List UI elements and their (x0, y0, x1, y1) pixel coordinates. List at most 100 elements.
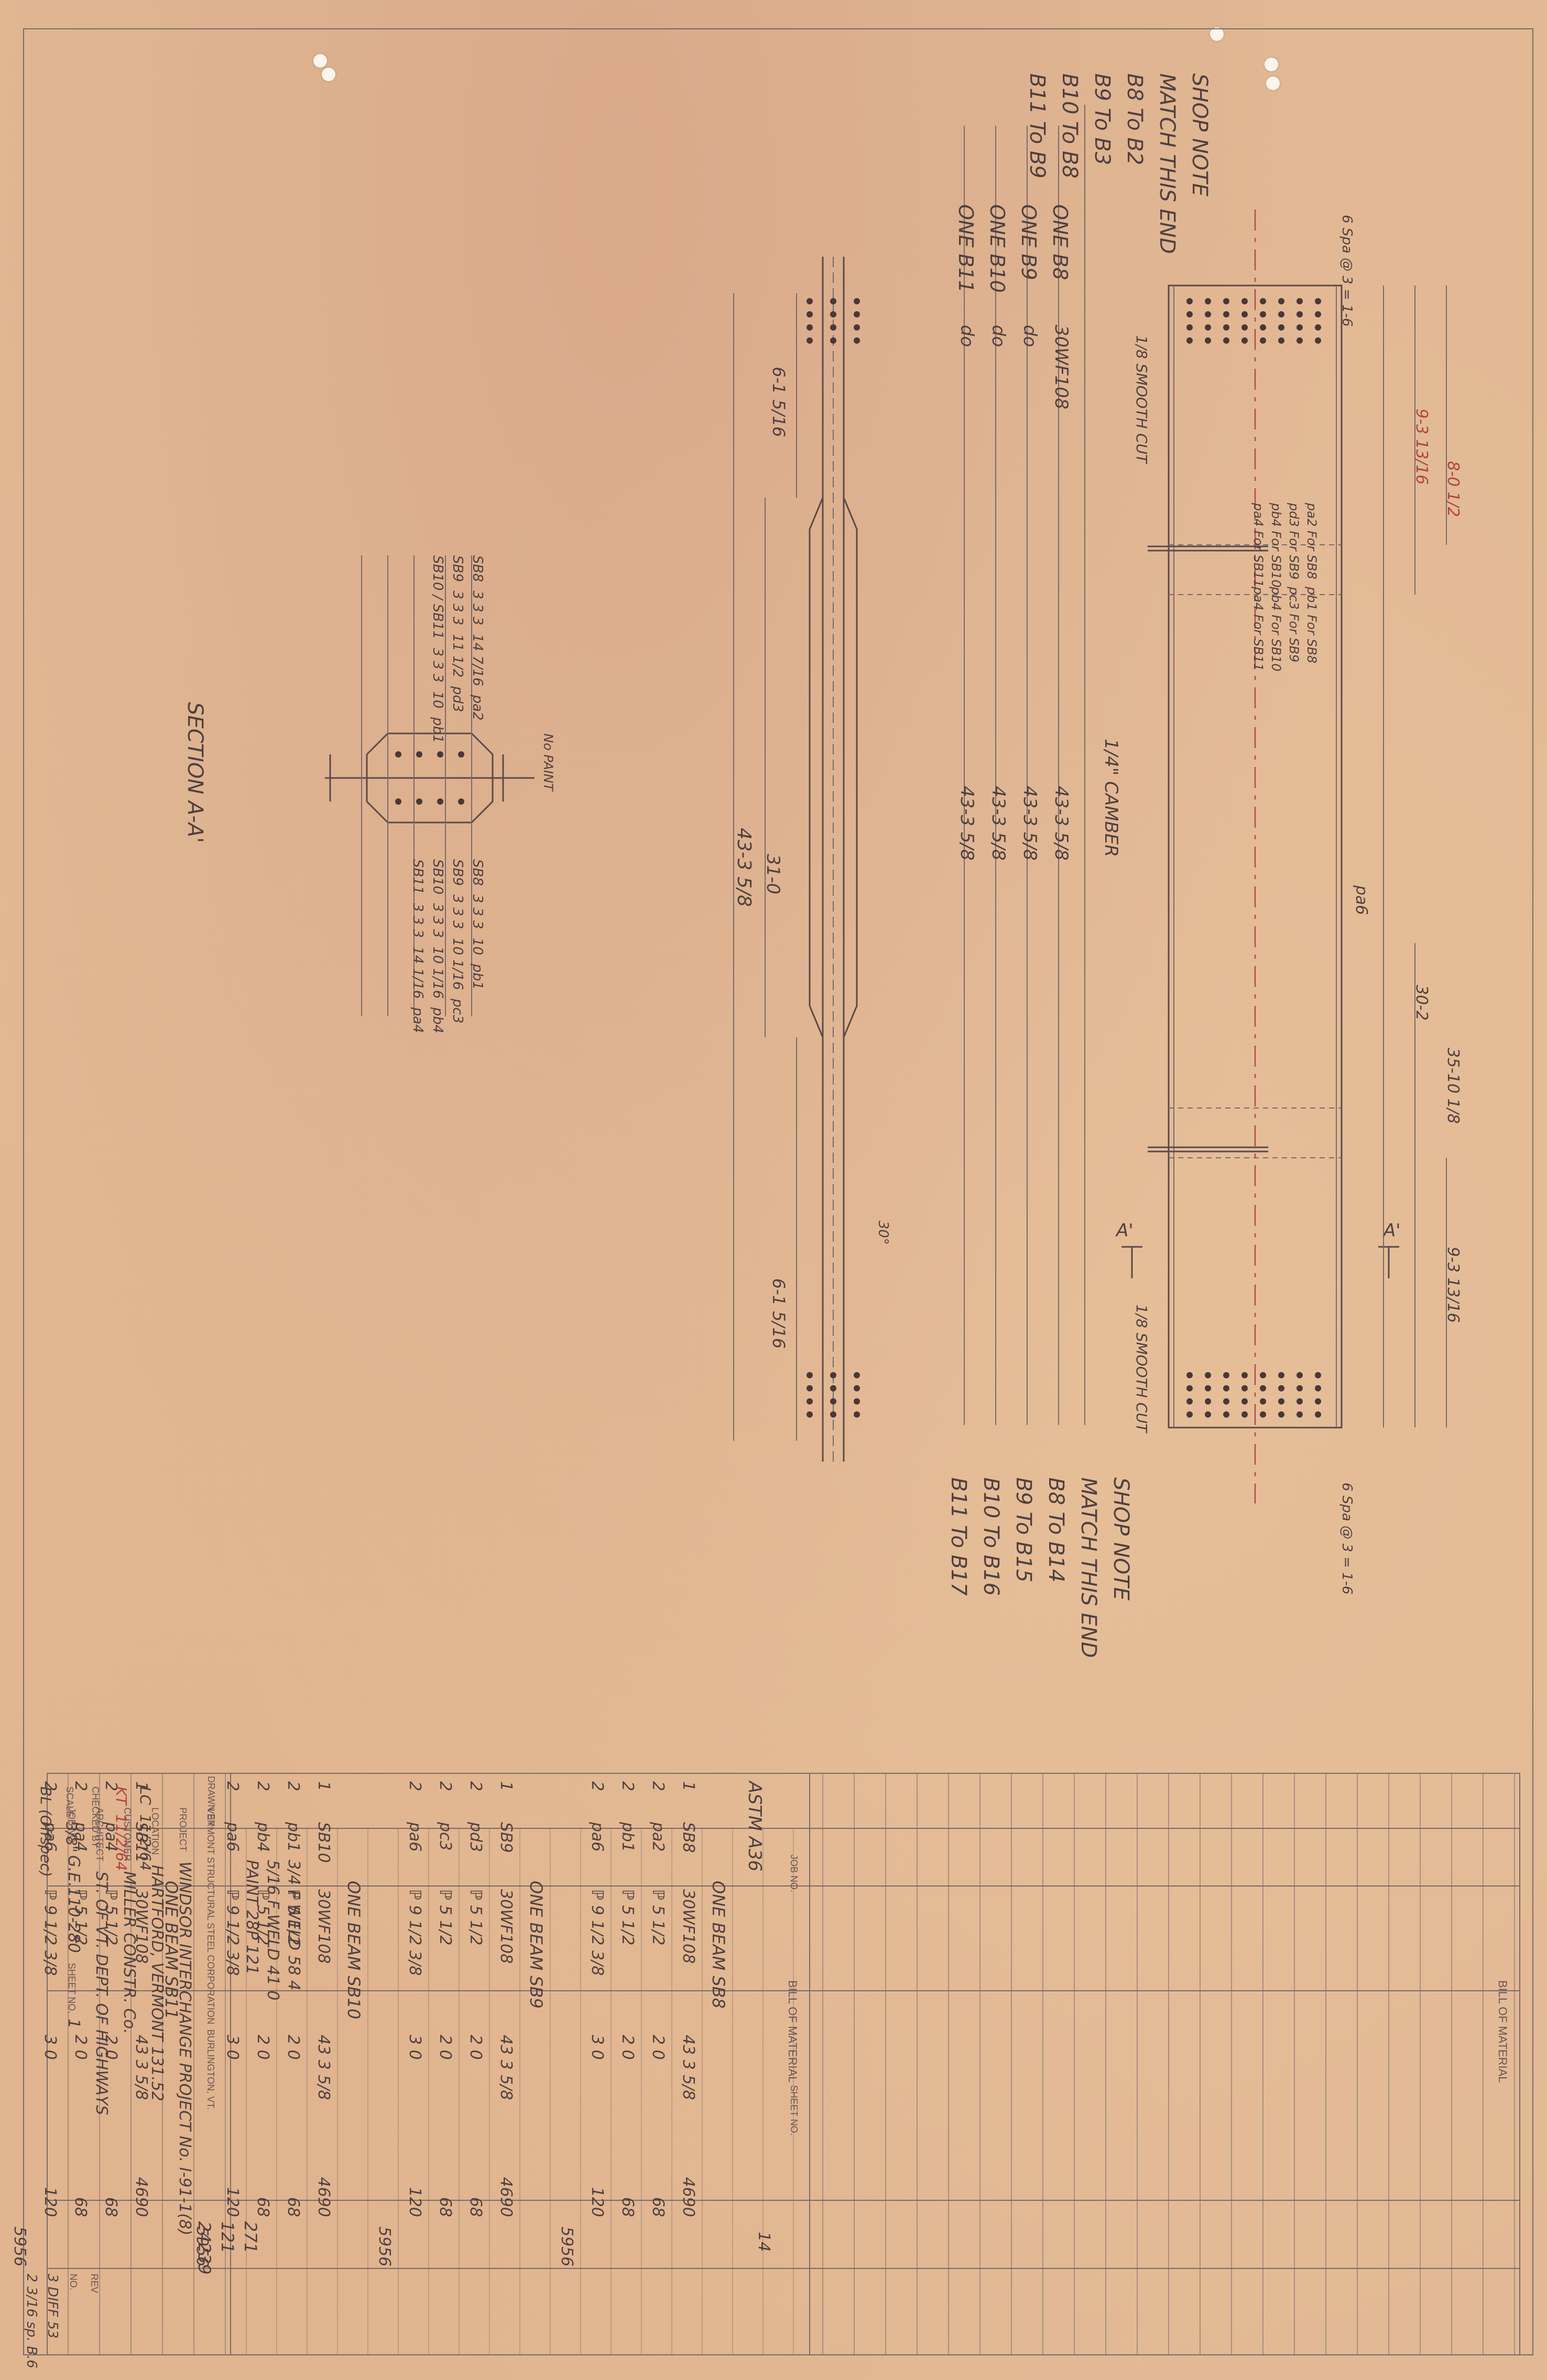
section-row: SB11 3 3 3 14 1/16 pa4 (410, 859, 426, 1033)
bolt-hole (1205, 1398, 1211, 1405)
bolt-hole (1315, 1372, 1321, 1378)
bom-cell: 1 (314, 1781, 333, 1792)
punch-hole-2 (322, 68, 335, 81)
bom-cell: 43 3 5/8 (679, 2035, 698, 2100)
rev-no-label: NO. (68, 2274, 79, 2291)
bolt-hole (437, 798, 443, 805)
beam-length-b8: 43-3 5/8 (1051, 786, 1072, 861)
bom-cell: ℙ 5 1/2 (618, 1889, 637, 1946)
checked-label: CHECKED BY (90, 1786, 101, 1848)
bom-cell: pa6 (406, 1822, 424, 1852)
shop-note-top-line: B9 To B3 (1090, 73, 1114, 166)
plate-label: pa6 (1352, 885, 1370, 915)
plate-note: pd3 For SB9 (1287, 503, 1301, 580)
bom-cell: 68 (466, 2197, 485, 2217)
bolt-hole (807, 1411, 813, 1418)
bom-grid (47, 1773, 1520, 2355)
bolt-hole (807, 337, 813, 344)
bom-cell: pd3 (466, 1822, 485, 1852)
bolt-hole (416, 751, 422, 758)
bom-cell: SB8 (679, 1822, 698, 1853)
bolt-hole (807, 298, 813, 304)
bom-cell: 43 3 5/8 (497, 2035, 515, 2100)
bolt-hole (830, 1385, 836, 1391)
customer-value: MILLER CONSTR. Co. (120, 1871, 138, 2034)
plate-note: pa2 For SB8 (1304, 503, 1319, 579)
bolt-hole (1223, 298, 1229, 304)
bom-header-left: BILL OF MATERIAL (786, 1980, 799, 2083)
bolt-hole (1278, 1411, 1284, 1418)
shop-note-bottom-line: MATCH THIS END (1076, 1477, 1101, 1658)
bolt-hole (1297, 324, 1303, 331)
shop-note-bottom-line: B11 To B17 (946, 1477, 971, 1596)
bolt-hole (1297, 1411, 1303, 1418)
bolt-hole (458, 751, 464, 758)
bolt-hole (854, 298, 860, 304)
bom-cell: SB10 (314, 1822, 333, 1863)
scale-label: SCALE (64, 1786, 75, 1818)
shop-note-bottom: SHOP NOTE MATCH THIS END B8 To B14 B9 To… (942, 1477, 1137, 1658)
bolt-hole (830, 311, 836, 317)
bolt-hole (1186, 324, 1193, 331)
plate-notes-left: pa2 For SB8 pd3 For SB9 pb4 For SB10 pa4… (1249, 503, 1321, 588)
bom-group-title: ONE BEAM SB9 (526, 1881, 546, 2009)
bolt-hole (1260, 1372, 1266, 1378)
punch-hole-4 (1265, 58, 1278, 71)
bolt-hole (1223, 1385, 1229, 1391)
bom-job-label: JOB NO. (789, 1855, 799, 1893)
beam-elevation: A' A' (1115, 210, 1447, 1504)
beam-outline (1168, 284, 1343, 1429)
bom-cell: 68 (284, 2197, 302, 2217)
bom-cell: 2 (284, 1781, 302, 1792)
bom-cell: 3 0 (406, 2035, 424, 2060)
beam-size-b11: do (956, 325, 977, 347)
bolt-hole (1186, 337, 1193, 344)
dim-right-end: 6-1 5/16 (769, 1278, 789, 1349)
plate-note: pa4 For SB11 (1251, 503, 1266, 588)
bolt-hole (1223, 324, 1229, 331)
plate-note: pc3 For SB9 (1287, 587, 1301, 663)
bolt-hole (830, 298, 836, 304)
section-row: SB8 3 3 3 14 7/16 pa2 (470, 555, 485, 721)
bom-group-title: ONE BEAM SB8 (709, 1881, 728, 2009)
bom-cell: ℙ 5 1/2 (649, 1889, 667, 1946)
plate-note: pa4 For SB11 (1251, 587, 1266, 672)
beam-mark-leaders (964, 105, 1085, 1425)
bolt-hole (1223, 337, 1229, 344)
checked-date: 11/2/64 (113, 1814, 130, 1871)
camber-label: 1/4" CAMBER (1101, 739, 1121, 857)
bom-cell: pa2 (649, 1822, 667, 1852)
bolt-hole (854, 1372, 860, 1378)
bolt-hole (854, 1411, 860, 1418)
dim-c: 30-2 (1412, 985, 1431, 1021)
bom-cell: 1 (497, 1781, 515, 1792)
bolt-hole (1186, 1372, 1193, 1378)
bom-cell: pa6 (588, 1822, 606, 1852)
bolt-hole (1205, 298, 1211, 304)
scale-value: 3/8" (63, 1822, 80, 1852)
bolt-hole (854, 1398, 860, 1405)
bolt-hole (1260, 1385, 1266, 1391)
beam-length-b10: 43-3 5/8 (988, 786, 1009, 861)
section-cut-left: A' (1115, 1220, 1134, 1241)
bolt-hole (1297, 337, 1303, 344)
camber-note: 1/4" CAMBER (1101, 739, 1121, 857)
bom-cell: 2 0 (618, 2035, 637, 2060)
bom-cell: 30WF108 (497, 1889, 515, 1964)
beam-size-b9: do (1019, 325, 1040, 347)
punch-hole-1 (313, 54, 327, 68)
bolt-hole (1205, 337, 1211, 344)
bolt-hole (1297, 298, 1303, 304)
section-a-a (325, 555, 535, 1016)
bolt-hole (830, 1372, 836, 1378)
bom-cell: 68 (649, 2197, 667, 2217)
shop-note-bottom-line: B8 To B14 (1044, 1477, 1068, 1583)
bolt-hole (1260, 337, 1266, 344)
bolt-hole (395, 751, 401, 758)
drawn-checked: LC 11/2/64 KT 11/2/64 CHECKED BY SCALE 3… (34, 1786, 157, 1877)
bolt-hole (830, 337, 836, 344)
bom-cell: 120 (588, 2187, 606, 2217)
bom-cell: 2 0 (436, 2035, 454, 2060)
